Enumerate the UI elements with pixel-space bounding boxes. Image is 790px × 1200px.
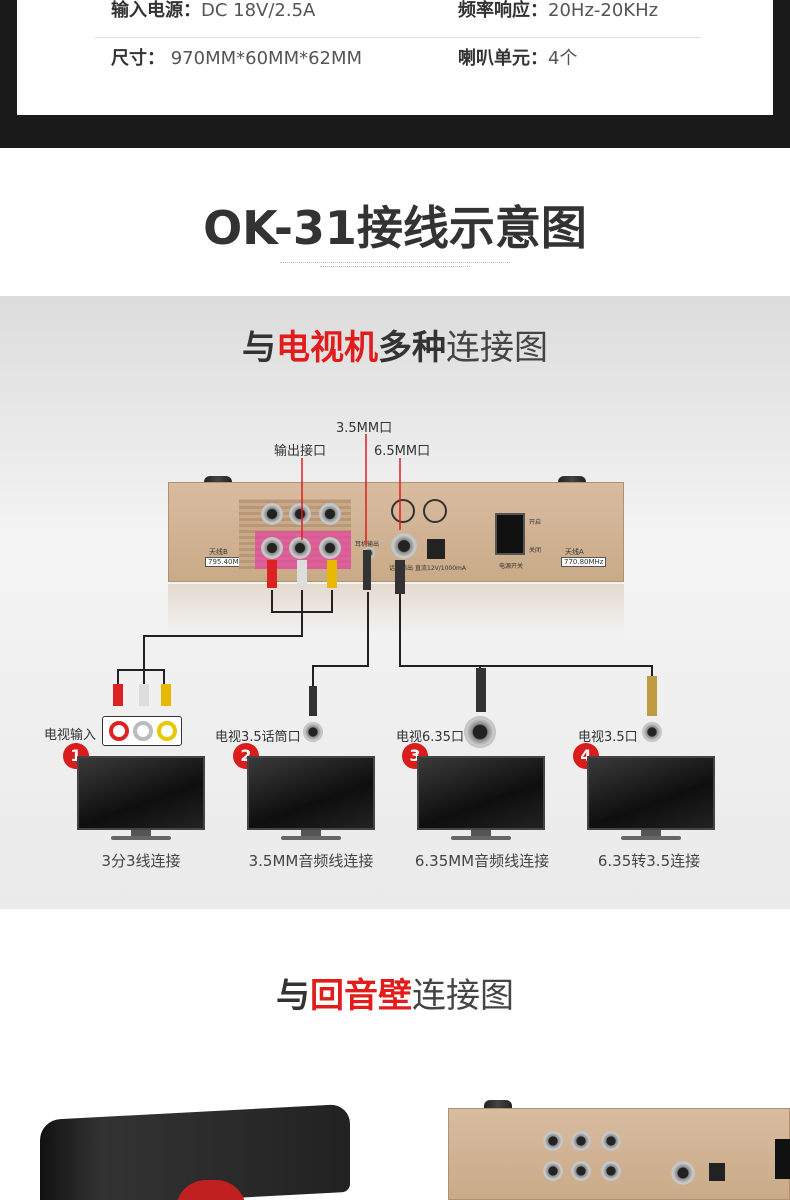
tv-icon-3 (417, 756, 545, 844)
spec-row-1: 输入电源：DC 18V/2.5A 频率响应：20Hz-20KHz (95, 0, 701, 29)
title-part: 与 (276, 976, 310, 1016)
power-switch-icon (495, 513, 525, 555)
rca-jack-icon (543, 1161, 563, 1181)
echo-section-title: 与回音壁连接图 (0, 968, 790, 1017)
title-highlight: 回音壁 (310, 976, 412, 1016)
title-divider (320, 266, 470, 267)
tv-jack-icon-2 (303, 722, 323, 742)
spec-key: 频率响应： (458, 0, 548, 21)
tv-jack-icon-3 (464, 716, 496, 748)
rca-out-yellow-jack-icon (319, 537, 341, 559)
label-output: 输出接口 (274, 444, 327, 459)
title-part: 多种 (378, 328, 446, 368)
label-6-5mm: 6.5MM口 (374, 444, 431, 459)
power-switch-label: 电源开关 (499, 563, 524, 570)
spec-value: 20Hz-20KHz (548, 0, 659, 21)
rca-red-icon (109, 721, 129, 741)
port-label-2: 电视3.5话筒口 (215, 730, 301, 745)
freq-a: 770.80MHz (561, 557, 607, 567)
title-part: 连接图 (412, 976, 514, 1016)
rca-jack-icon (571, 1161, 591, 1181)
wave-logo-icon (391, 499, 415, 523)
title-part: 与 (242, 328, 276, 368)
title-highlight: 电视机 (276, 328, 378, 368)
dc-label: 直流12V/1000mA (415, 565, 466, 572)
rca-jack-icon (601, 1161, 621, 1181)
caption-4: 6.35转3.5连接 (597, 852, 701, 870)
spec-row-2: 尺寸： 970MM*60MM*62MM 喇叭单元：4个 (95, 41, 701, 77)
port-label-4: 电视3.5口 (578, 730, 638, 745)
tv-section-title: 与电视机多种连接图 (0, 320, 790, 369)
port-label-3: 电视6.35口 (396, 730, 464, 745)
page-title: OK-31接线示意图 (203, 201, 587, 255)
tv-jack-icon-4 (642, 722, 662, 742)
caption-3: 6.35MM音频线连接 (414, 852, 550, 870)
tv-icon-2 (247, 756, 375, 844)
tv-icon-4 (587, 756, 715, 844)
rca-yellow-icon (157, 721, 177, 741)
soundbar-jack-highlight (176, 1180, 246, 1200)
earphone-label: 耳机输出 (355, 541, 380, 548)
spec-key: 输入电源： (111, 0, 201, 21)
title-part: 连接图 (446, 328, 548, 368)
spec-card: 输入电源：DC 18V/2.5A 频率响应：20Hz-20KHz 尺寸： 970… (17, 0, 773, 115)
rca-yellow-jack-icon (319, 503, 341, 525)
rca-white-jack-icon (289, 503, 311, 525)
port-label-1: 电视输入 (44, 728, 97, 743)
spec-section: 输入电源：DC 18V/2.5A 频率响应：20Hz-20KHz 尺寸： 970… (0, 0, 790, 148)
rca-red-jack-icon (261, 503, 283, 525)
spec-key: 尺寸： (111, 48, 165, 69)
rca-out-red-jack-icon (261, 537, 283, 559)
caption-1: 3分3线连接 (101, 852, 181, 870)
switch-off-label: 关闭 (529, 547, 542, 554)
dc-jack-icon (709, 1163, 725, 1181)
caption-2: 3.5MM音频线连接 (248, 852, 374, 870)
mic-jack-icon (671, 1161, 695, 1185)
rca-jack-icon (601, 1131, 621, 1151)
rca-white-icon (133, 721, 153, 741)
tv-icon-1 (77, 756, 205, 844)
title-divider (280, 262, 510, 263)
dc-jack-icon (427, 539, 445, 559)
mountain-logo-icon (423, 499, 447, 523)
antenna-a-label: 天线A (565, 548, 584, 556)
spec-value: 970MM*60MM*62MM (165, 48, 363, 69)
receiver-back-panel-2 (448, 1108, 790, 1200)
antenna-b-label: 天线B (209, 548, 228, 556)
spec-divider (95, 37, 701, 38)
rca-jack-icon (571, 1131, 591, 1151)
spec-key: 喇叭单元： (458, 48, 548, 69)
power-switch-icon (775, 1139, 790, 1179)
rca-input-box (102, 716, 182, 746)
spec-value: DC 18V/2.5A (201, 0, 316, 21)
rca-jack-icon (543, 1131, 563, 1151)
spec-value: 4个 (548, 48, 578, 69)
switch-on-label: 开启 (529, 519, 542, 526)
mic-6-5-jack-icon (391, 533, 417, 559)
rca-out-white-jack-icon (289, 537, 311, 559)
label-3-5mm: 3.5MM口 (336, 421, 393, 436)
